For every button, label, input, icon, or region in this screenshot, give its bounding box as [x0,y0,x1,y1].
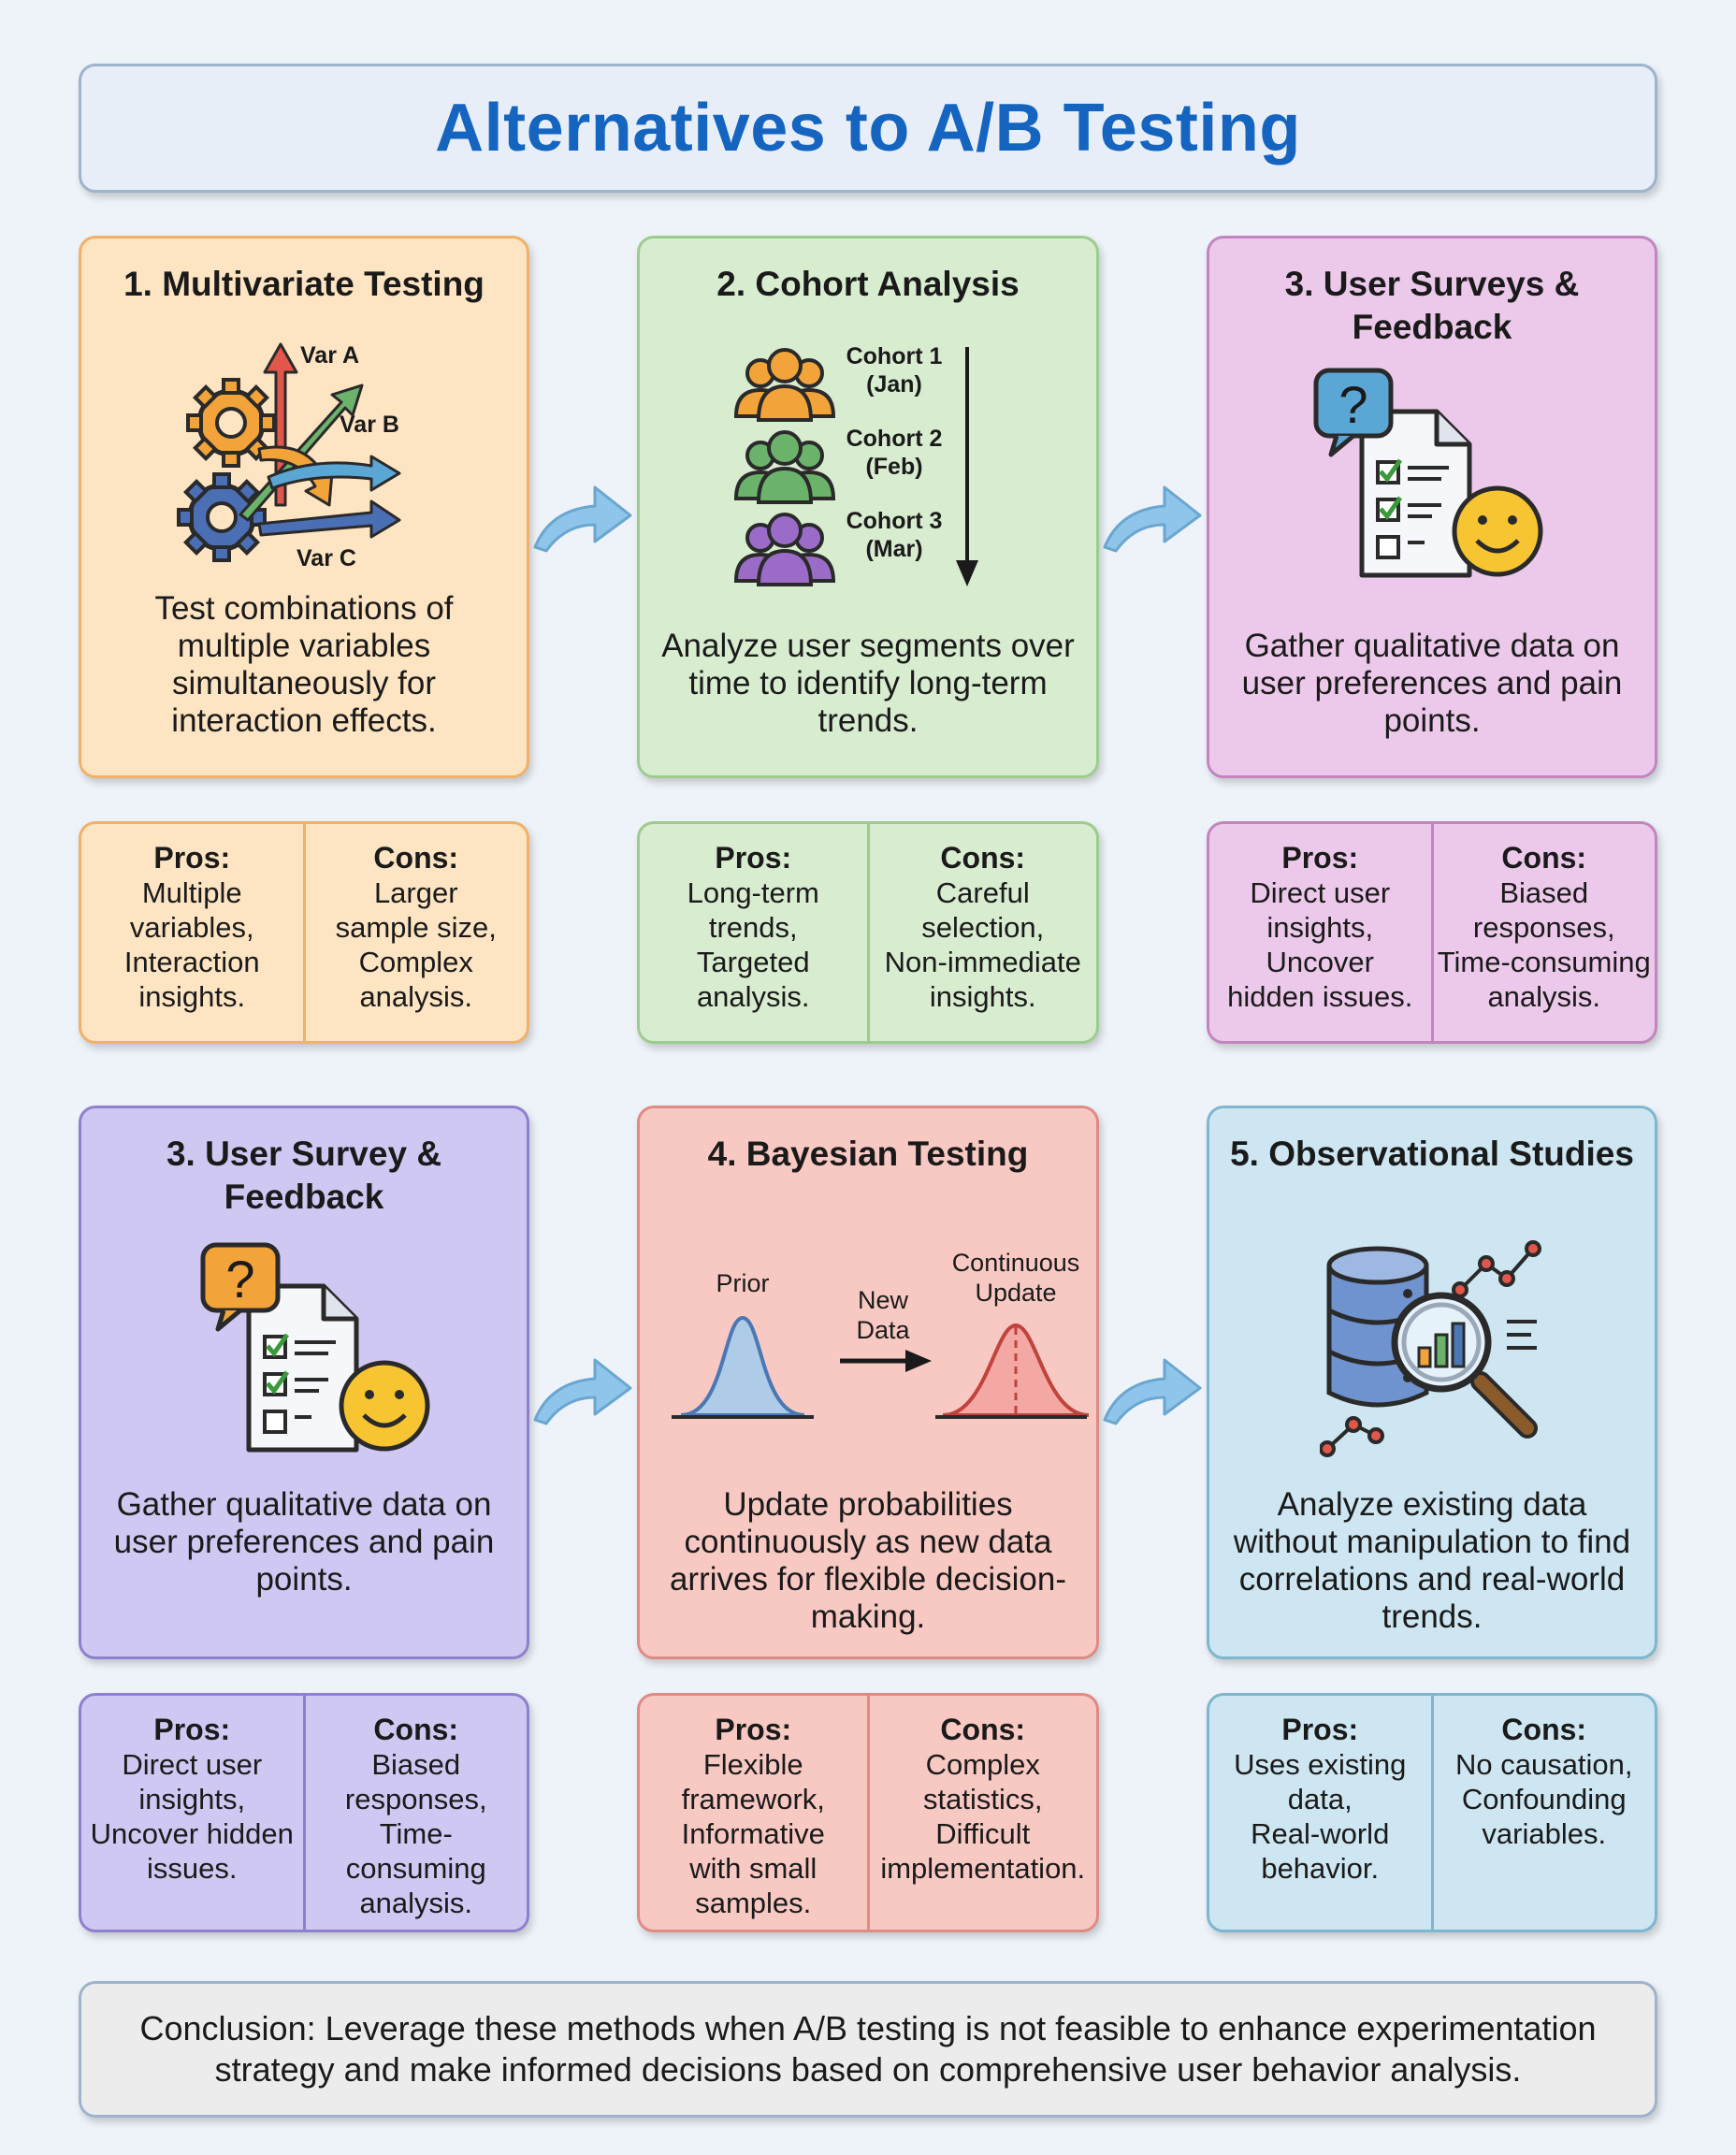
pros-cons-cohort: Pros: Long-term trends, Targeted analysi… [637,821,1099,1044]
card-multivariate-testing: 1. Multivariate Testing [79,236,529,778]
pros-text: Uses existing data, Real-world behavior. [1234,1748,1407,1885]
pros-cons-surveys: Pros: Direct user insights, Uncover hidd… [1207,821,1657,1044]
cons-column: Cons: No causation, Confounding variable… [1434,1696,1656,1930]
page-title: Alternatives to A/B Testing [435,91,1301,166]
pros-column: Pros: Direct user insights, Uncover hidd… [1209,824,1434,1041]
pros-heading: Pros: [715,1713,792,1746]
card-description: Gather qualitative data on user preferen… [1241,628,1623,739]
cons-column: Cons: Complex statistics, Difficult impl… [870,1696,1097,1930]
update-label-2: Update [975,1279,1056,1307]
conclusion-box: Conclusion: Leverage these methods when … [79,1981,1657,2118]
pros-column: Pros: Long-term trends, Targeted analysi… [640,824,870,1041]
cons-text: Careful selection, Non-immediate insight… [884,876,1081,1013]
cohort-1-label: Cohort 1 [846,343,943,369]
prior-label: Prior [716,1269,769,1297]
pros-text: Multiple variables, Interaction insights… [123,876,260,1013]
pros-text: Direct user insights, Uncover hidden iss… [90,1748,294,1885]
gears-arrows-icon: Var A Var B Var C [177,342,401,571]
card-title: 5. Observational Studies [1230,1135,1634,1173]
pros-cons-multivariate: Pros: Multiple variables, Interaction in… [79,821,529,1044]
card-observational-studies: 5. Observational Studies [1207,1106,1657,1659]
flow-arrow [533,485,632,553]
pros-column: Pros: Flexible framework, Informative wi… [640,1696,870,1930]
card-description: Analyze existing data without manipulati… [1233,1486,1631,1635]
survey-feedback-icon: ? [1313,368,1543,578]
var-b-label: Var B [340,412,399,438]
card-title: 3. User Survey & Feedback [166,1135,442,1216]
flow-arrow [1103,1358,1202,1425]
cons-text: Larger sample size, Complex analysis. [335,876,497,1013]
pros-heading: Pros: [715,841,792,875]
timeline-arrow [956,347,978,586]
svg-text:?: ? [225,1250,254,1309]
pros-text: Long-term trends, Targeted analysis. [687,876,819,1013]
pros-cons-observational: Pros: Uses existing data, Real-world beh… [1207,1693,1657,1932]
cons-text: Biased responses, Time- consuming analys… [344,1748,487,1919]
card-title: 1. Multivariate Testing [123,265,485,303]
database-magnifier-icon [1320,1240,1541,1457]
pros-cons-bayesian: Pros: Flexible framework, Informative wi… [637,1693,1099,1932]
bayesian-curves-icon: Prior New Data Continuous Update [672,1249,1089,1419]
cons-heading: Cons: [940,841,1026,875]
cons-heading: Cons: [373,841,459,875]
cons-heading: Cons: [373,1713,459,1746]
cons-column: Cons: Biased responses, Time- consuming … [306,1696,528,1930]
cohort-2-label: Cohort 2 [846,426,943,452]
cons-text: Biased responses, Time-consuming analysi… [1437,876,1651,1013]
pros-heading: Pros: [1281,841,1359,875]
flow-arrow [1103,485,1202,553]
pros-column: Pros: Uses existing data, Real-world beh… [1209,1696,1434,1930]
card-cohort-analysis: 2. Cohort Analysis [637,236,1099,778]
pros-text: Direct user insights, Uncover hidden iss… [1227,876,1413,1013]
var-a-label: Var A [300,342,359,369]
cohort-people-icon: Cohort 1 (Jan) Cohort 2 (Feb) Cohort 3 (… [733,343,978,586]
pros-cons-survey: Pros: Direct user insights, Uncover hidd… [79,1693,529,1932]
card-description: Gather qualitative data on user preferen… [113,1486,495,1598]
card-description: Update probabilities continuously as new… [669,1486,1067,1635]
card-bayesian-testing: 4. Bayesian Testing Prior New Data Conti… [637,1106,1099,1659]
card-title: 4. Bayesian Testing [707,1135,1029,1173]
pros-column: Pros: Direct user insights, Uncover hidd… [81,1696,306,1930]
cons-column: Cons: Biased responses, Time-consuming a… [1434,824,1656,1041]
title-banner: Alternatives to A/B Testing [79,64,1657,193]
card-user-surveys-feedback: 3. User Surveys & Feedback ? Gather qual… [1207,236,1657,778]
cons-text: No causation, Confounding variables. [1454,1748,1633,1850]
new-data-label-2: Data [856,1316,910,1344]
cons-heading: Cons: [1501,1713,1587,1746]
pros-heading: Pros: [153,841,231,875]
cons-column: Cons: Careful selection, Non-immediate i… [870,824,1097,1041]
cons-text: Complex statistics, Difficult implementa… [880,1748,1086,1885]
cohort-2-month: (Feb) [865,454,922,480]
card-title: 2. Cohort Analysis [716,265,1020,303]
card-title: 3. User Surveys & Feedback [1284,265,1580,346]
new-data-label: New [858,1286,909,1314]
pros-text: Flexible framework, Informative with sma… [681,1748,825,1919]
cohort-3-label: Cohort 3 [846,508,943,534]
conclusion-text: Conclusion: Leverage these methods when … [139,2009,1597,2089]
pros-column: Pros: Multiple variables, Interaction in… [81,824,306,1041]
pros-heading: Pros: [153,1713,231,1746]
cons-heading: Cons: [1501,841,1587,875]
card-description: Analyze user segments over time to ident… [661,628,1075,739]
update-label: Continuous [952,1249,1080,1277]
cohort-1-month: (Jan) [866,371,922,398]
pros-heading: Pros: [1281,1713,1359,1746]
var-c-label: Var C [297,545,356,571]
cons-column: Cons: Larger sample size, Complex analys… [306,824,528,1041]
card-user-survey-feedback: 3. User Survey & Feedback ? Gather quali… [79,1106,529,1659]
flow-arrow [533,1358,632,1425]
cohort-3-month: (Mar) [865,536,922,562]
card-description: Test combinations of multiple variables … [154,590,454,739]
svg-text:?: ? [1338,375,1367,434]
survey-feedback-icon: ? [200,1242,430,1453]
cons-heading: Cons: [940,1713,1026,1746]
